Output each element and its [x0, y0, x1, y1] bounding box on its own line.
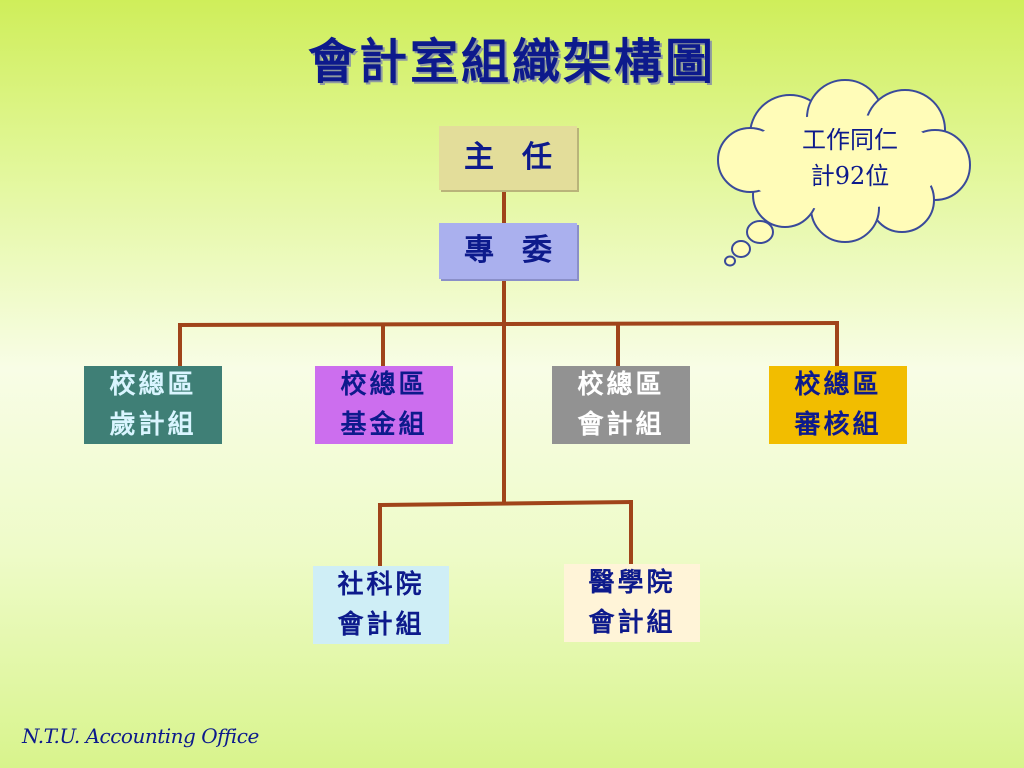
connector-branch-lower [377, 499, 634, 508]
unit-label-line2: 審核組 [794, 410, 882, 440]
footer-office-name: N.T.U. Accounting Office [22, 724, 259, 748]
staff-count-callout: 工作同仁 計92位 [755, 122, 945, 194]
budget-unit-box: 校總區 歲計組 [84, 366, 222, 444]
medicine-unit-box: 醫學院 會計組 [564, 564, 700, 642]
unit-label-line2: 會計組 [588, 608, 676, 638]
director-label: 主任 [464, 140, 580, 175]
unit-label-line1: 校總區 [794, 370, 882, 400]
connector-branch-upper [177, 320, 840, 328]
callout-line2: 計92位 [810, 162, 890, 190]
commissioner-label: 專委 [464, 233, 580, 268]
unit-label-line2: 會計組 [337, 610, 425, 640]
director-box: 主任 [439, 126, 577, 190]
unit-label-line2: 歲計組 [109, 410, 197, 440]
unit-label-line2: 會計組 [577, 410, 665, 440]
unit-label-line1: 校總區 [109, 370, 197, 400]
accounting-unit-box: 校總區 會計組 [552, 366, 690, 444]
audit-unit-box: 校總區 審核組 [769, 366, 907, 444]
social-sciences-unit-box: 社科院 會計組 [313, 566, 449, 644]
unit-label-line1: 校總區 [340, 370, 428, 400]
commissioner-box: 專委 [439, 223, 577, 279]
unit-label-line2: 基金組 [340, 410, 428, 440]
fund-unit-box: 校總區 基金組 [315, 366, 453, 444]
unit-label-line1: 醫學院 [588, 568, 676, 598]
page-title: 會計室組織架構圖 [307, 34, 716, 90]
callout-line1: 工作同仁 [802, 126, 898, 154]
unit-label-line1: 校總區 [577, 370, 665, 400]
unit-label-line1: 社科院 [337, 570, 425, 600]
